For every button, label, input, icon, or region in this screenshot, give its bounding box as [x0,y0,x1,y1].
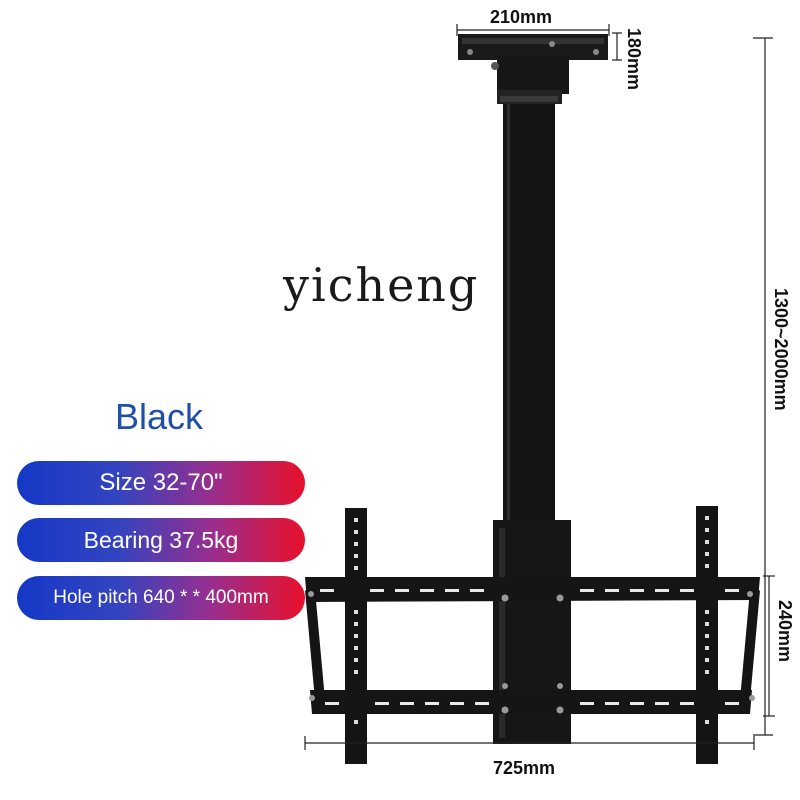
horizontal-rails [305,577,760,714]
side-frames [305,589,760,701]
swivel-joint [491,56,569,104]
dim-plate-width: 210mm [490,7,553,27]
color-label: Black [115,396,204,437]
spec-hole-pitch-pill: Hole pitch 640 * * 400mm [17,576,305,620]
dim-bracket-height: 240mm [775,600,795,663]
spec-size-pill: Size 32-70" [17,461,305,505]
vertical-tv-arm-right [696,506,718,764]
brand-watermark: yicheng [283,258,480,312]
dim-plate-depth: 180mm [624,28,644,91]
spec-size-text: Size 32-70" [99,469,223,496]
telescopic-pole [503,104,555,524]
spec-bearing-pill: Bearing 37.5kg [17,518,305,562]
spec-bearing-text: Bearing 37.5kg [83,526,239,553]
dim-pole-length: 1300~2000mm [771,288,791,411]
spec-hole-pitch-text: Hole pitch 640 * * 400mm [53,587,269,608]
dimension-lines [304,24,775,750]
dim-bracket-width: 725mm [493,758,556,778]
bolts [308,591,755,714]
ceiling-plate [458,34,608,60]
vertical-tv-arm-left [345,508,367,764]
